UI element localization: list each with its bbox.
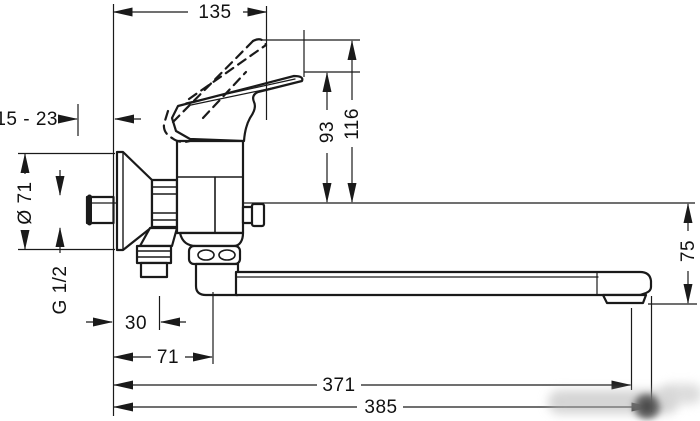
faucet-outline [85,38,653,305]
spout [234,270,653,305]
handle-rest [170,74,304,143]
lower-union [135,226,179,279]
label-75: 75 [678,240,699,262]
label-385: 385 [364,397,397,418]
aerator [601,293,648,305]
dimension-30 [86,296,186,330]
label-116: 116 [342,108,363,140]
label-30: 30 [125,313,147,334]
escutcheon [115,150,154,252]
dimension-135 [112,6,268,120]
label-15-23: 15 - 23 [0,109,58,130]
dimension-71 [113,292,214,364]
dimension-385 [113,296,653,412]
label-135: 135 [198,2,231,23]
label-93: 93 [317,121,338,143]
valve-body [175,139,245,235]
union-nut [150,178,179,229]
side-knob [241,202,266,228]
dimension-dia-71 [18,152,115,251]
label-dia-71: Ø 71 [15,181,36,224]
handle-raised-dashed [162,38,268,144]
dimension-15-23 [58,104,141,136]
dimension-75 [648,203,697,305]
dimension-93-116 [262,30,360,203]
wall-supply-stub [85,194,115,226]
label-371: 371 [322,375,355,396]
label-71: 71 [157,347,179,368]
label-g12: G 1/2 [50,266,71,315]
dimension-371 [113,308,633,390]
spout-connection [178,231,245,297]
